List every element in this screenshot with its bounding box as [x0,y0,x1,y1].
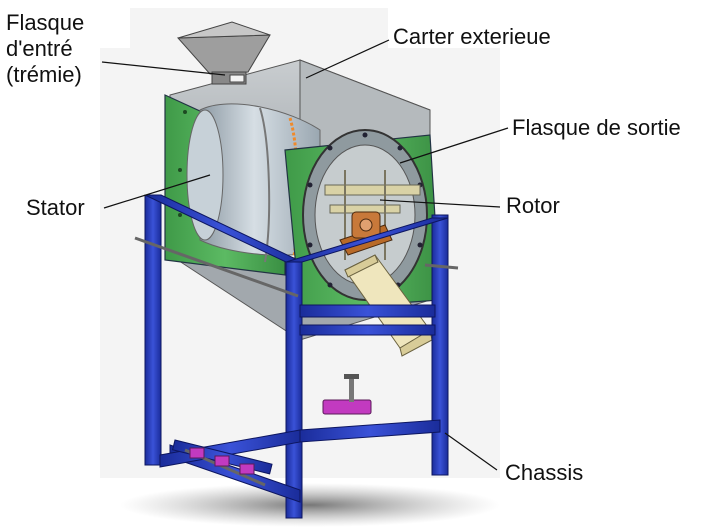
label-flasque-entree-line1: Flasque [6,10,85,35]
adjusting-screw [344,374,359,402]
label-flasque-sortie: Flasque de sortie [512,115,681,140]
clamps [189,399,372,475]
label-stator: Stator [26,195,85,220]
ground-shadow [120,483,500,527]
stator-drum [186,103,321,269]
label-flasque-entree: Flasque d'entré (trémie) [6,10,84,88]
leader-lines [101,39,509,471]
label-flasque-entree-line3: (trémie) [6,62,82,87]
label-carter: Carter exterieue [393,24,551,49]
label-rotor: Rotor [506,193,560,218]
label-chassis: Chassis [505,460,584,485]
label-flasque-entree-line2: d'entré [6,36,73,61]
